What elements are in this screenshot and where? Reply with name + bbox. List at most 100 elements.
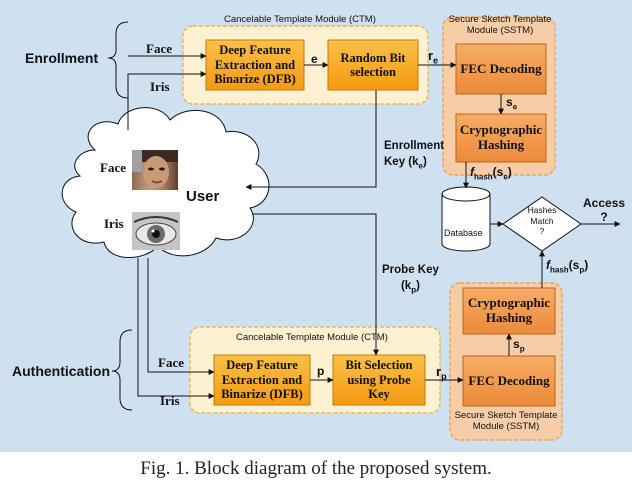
dfb-auth-line1: Deep Feature [226,358,298,373]
rp-sub: p [441,371,447,382]
enrollment-key-line1: Enrollment [384,140,445,152]
fhash-sp-f: f [546,258,550,272]
sstm-top-title-line2: Module (SSTM) [466,25,534,37]
fhash-sp-label: fhash(sp) [546,258,588,274]
dfb-auth-line3: Binarize (DFB) [221,387,303,402]
sp-label: sp [513,337,525,353]
crypto-hashing-enrollment-box [455,113,547,163]
re-label: re [428,48,438,66]
sstm-top-title-line1: Secure Sketch Template [448,14,552,25]
dfb-authentication-label: Deep Feature Extraction and Binarize (DF… [214,355,310,405]
hash-top-line2: Hashing [477,137,525,152]
probe-key-end: ) [416,280,420,293]
enrollment-key-label: Enrollment Key (ke) [384,138,444,172]
rbs-line2: selection [350,65,396,79]
probe-key-line1: Probe Key [382,264,439,276]
dfb-enrollment-label: Deep Feature Extraction and Binarize (DF… [206,40,304,90]
fec-decoding-authentication-label: FEC Decoding [468,372,550,388]
fhash-se-arg: (s [492,165,504,179]
fhash-se-f: f [470,165,474,179]
crypto-hashing-authentication-box [462,287,556,335]
access-line1: Access [583,196,626,210]
database-cylinder [441,186,491,252]
p-label: p [317,364,325,378]
iris-photo [132,212,180,250]
enrollment-brace [107,21,129,99]
decision-line2: Match [530,215,554,226]
user-face-label: Face [100,160,126,175]
figure-caption: Fig. 1. Block diagram of the proposed sy… [140,458,492,479]
fhash-sp-arg: (s [568,258,580,272]
probe-key-arrow [252,213,379,356]
enrollment-key-sub: e [418,161,423,171]
dfb-auth-line2: Extraction and [221,372,303,387]
rbs-line1: Random Bit [340,50,406,65]
bs-line1: Bit Selection [345,358,413,373]
rp-main: r [436,364,442,379]
auth-iris-arrow [137,258,215,399]
e-label: e [311,52,318,66]
fhash-se-end: ) [507,165,512,179]
dfb-enrollment-line2: Extraction and [214,57,296,72]
bit-selection-probe-label: Bit Selection using Probe Key [333,355,425,405]
dfb-enrollment-line3: Binarize (DFB) [214,72,296,87]
access-label: Access ? [583,196,625,225]
dfb-enrollment-line1: Deep Feature [219,43,291,58]
dfb-authentication-box [213,354,311,406]
re-main: r [428,48,434,63]
enrollment-key-text: Key (k [384,156,419,169]
diagram-shapes [61,16,621,441]
probe-key-sub: p [411,285,417,295]
fhash-sp-hash: hash [550,265,569,275]
se-label: se [506,95,517,111]
sp-main: s [513,337,520,351]
ctm-authentication-title: Cancelable Template Module (CTM) [236,332,388,343]
enrollment-key-line2: Key (ke) [384,154,444,171]
ctm-enrollment-title: Cancelable Template Module (CTM) [224,14,376,25]
authentication-brace [111,329,133,411]
fhash-se-sub: e [503,172,508,182]
rp-label: rp [436,364,447,382]
decision-line3: ? [539,226,545,237]
auth-face-arrow [147,258,215,375]
sstm-bottom-title-line2: Module (SSTM) [472,421,540,433]
fec-decoding-authentication-box [462,355,556,407]
authentication-label: Authentication [12,363,110,379]
authentication-face-label: Face [158,355,184,370]
sstm-enrollment-title: Secure Sketch Template Module (SSTM) [447,14,553,37]
database-label: Database [444,228,483,238]
fhash-se-label: fhash(se) [470,165,512,181]
fhash-sp-sub: p [579,265,585,275]
bs-line3: Key [368,387,390,402]
se-main: s [506,95,513,109]
enrollment-face-label: Face [146,41,172,56]
fhash-sp-end: ) [584,258,589,272]
enrollment-key-arrow [245,90,377,190]
random-bit-selection-label: Random Bit selection [328,40,418,90]
hash-bottom-line2: Hashing [485,310,533,325]
probe-key-line2: (kp) [382,278,439,295]
fec-decoding-enrollment-box [455,43,547,95]
user-label: User [186,188,220,205]
enrollment-iris-label: Iris [150,79,170,94]
user-iris-label: Iris [104,216,124,231]
hash-top-line1: Cryptographic [459,122,543,138]
bs-line2: using Probe [347,372,411,387]
fec-decoding-enrollment-label: FEC Decoding [460,60,542,76]
se-sub: e [512,102,518,112]
probe-key-label: Probe Key (kp) [382,262,439,296]
hashes-match-label: Hashes Match ? [512,205,572,237]
sp-sub: p [519,344,525,354]
access-line2: ? [600,210,608,225]
re-sub: e [433,55,439,66]
hash-bottom-line1: Cryptographic [467,295,551,311]
decision-line1: Hashes [527,205,557,215]
sstm-authentication-title: Secure Sketch Template Module (SSTM) [453,410,559,433]
enrollment-key-end: ) [422,156,427,169]
dfb-enrollment-box [205,39,305,91]
enrollment-label: Enrollment [25,50,99,66]
enroll-iris-arrow [127,71,207,130]
fhash-se-hash: hash [474,172,493,182]
random-bit-selection-box [327,39,419,91]
